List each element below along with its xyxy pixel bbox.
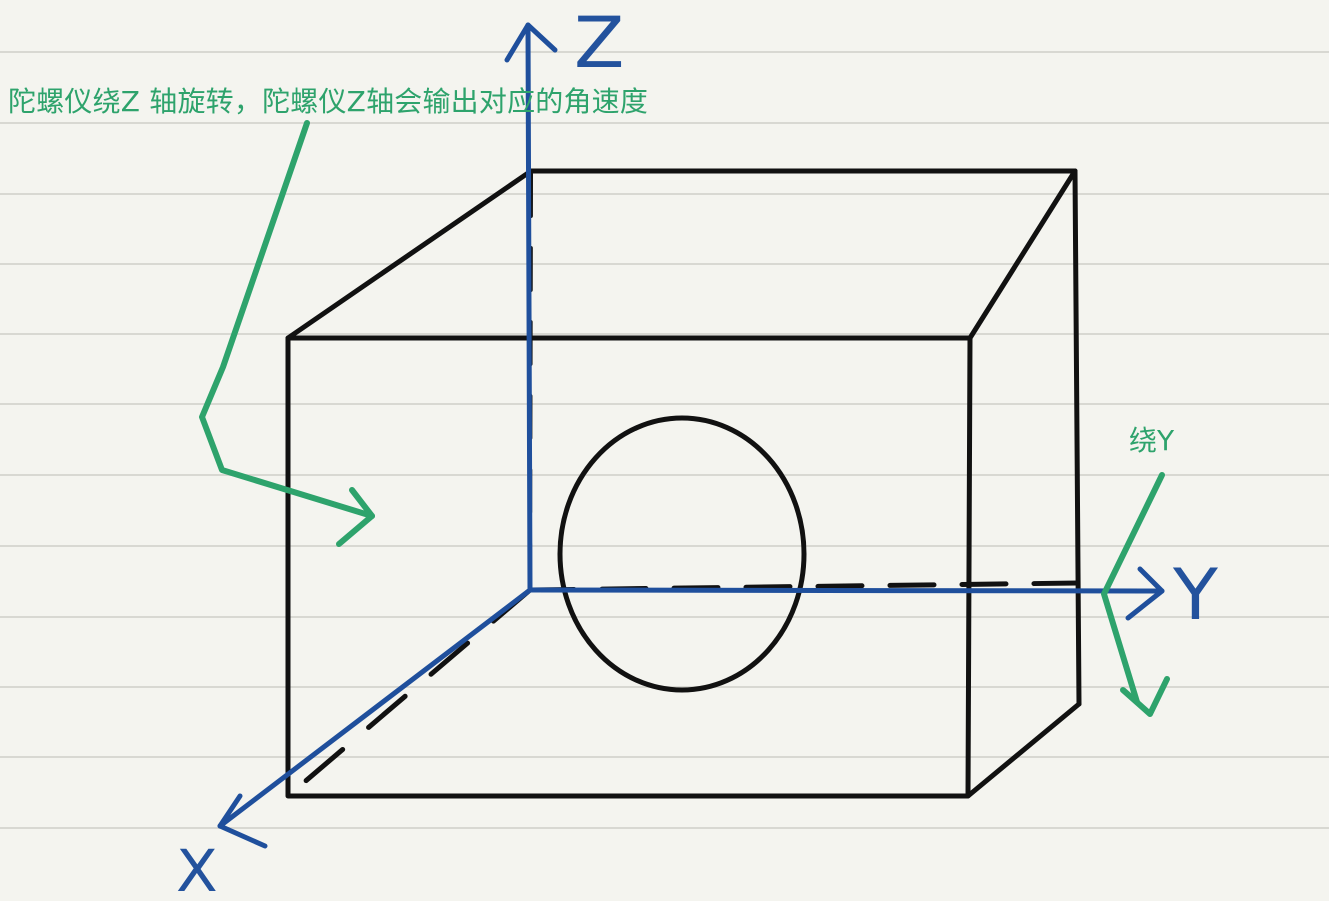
z-axis-label: Z <box>574 2 625 84</box>
y-rotation-curve-arrowhead <box>1120 676 1170 717</box>
x-axis-arrowhead <box>217 793 268 849</box>
box-back-right-edge <box>1072 168 1082 707</box>
box-front-face <box>285 335 973 799</box>
x-axis-line <box>217 587 533 829</box>
axes <box>217 22 1165 849</box>
y-rotation-curve-arrow <box>1101 472 1165 705</box>
y-axis-label: Y <box>1173 554 1218 636</box>
box-top-left-edge <box>285 168 534 341</box>
box-hidden-diagonal-edge <box>285 587 533 799</box>
z-rotation-annotation: 陀螺仪绕Z 轴旋转，陀螺仪Z轴会输出对应的角速度 <box>8 85 649 118</box>
y-axis-line <box>527 587 1165 594</box>
z-axis-line <box>525 22 533 593</box>
x-axis-label: X <box>176 837 218 901</box>
box-top-right-edge <box>967 168 1078 341</box>
y-rotation-annotation: 绕Y <box>1129 424 1175 457</box>
z-rotation-pointer-arrowhead <box>336 487 375 547</box>
z-rotation-pointer-arrow <box>199 120 375 519</box>
box-bottom-right-edge <box>965 701 1082 799</box>
y-axis-arrowhead <box>1125 566 1165 621</box>
annotation-arrows <box>199 120 1170 717</box>
z-axis-arrowhead <box>504 22 558 63</box>
sensor-circle <box>557 415 807 693</box>
